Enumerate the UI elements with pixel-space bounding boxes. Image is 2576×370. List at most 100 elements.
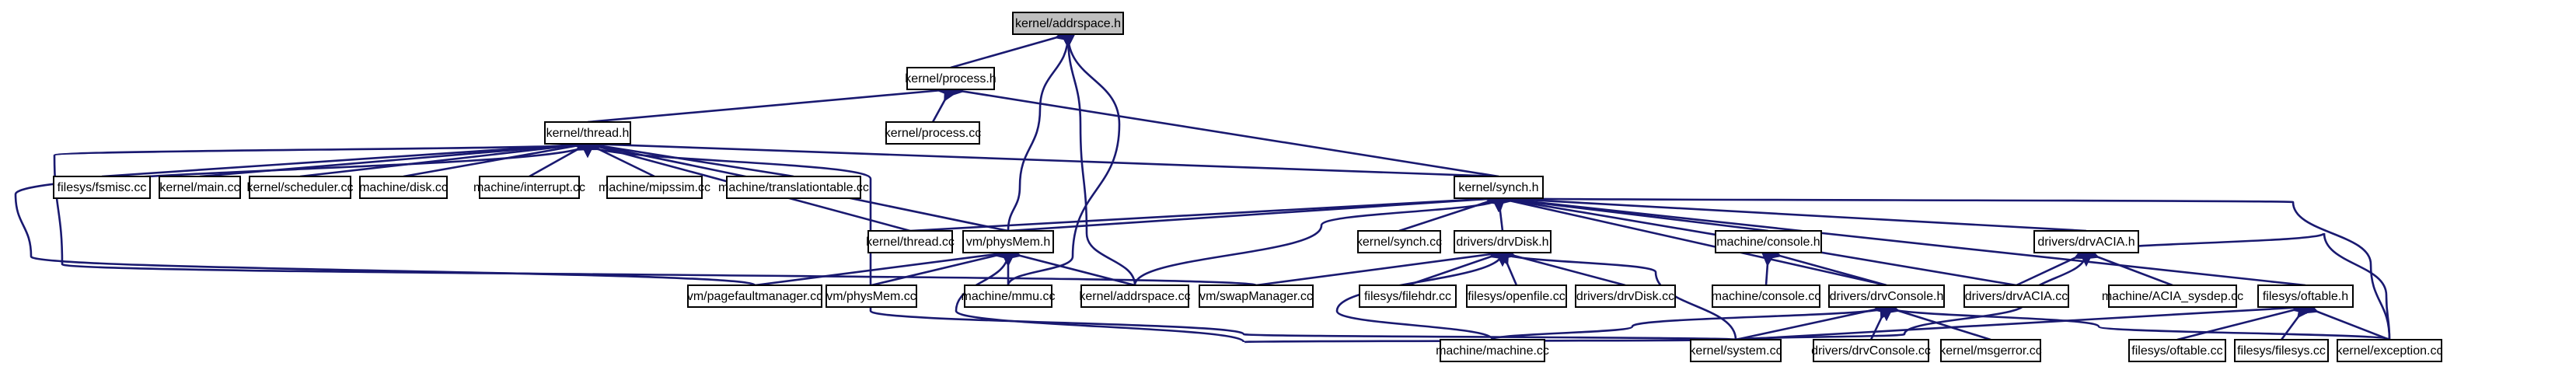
edge-addrspace_h-to-addrspace_cc xyxy=(1060,33,1136,286)
node-label: drivers/drvDisk.cc xyxy=(1576,290,1674,303)
node-box xyxy=(1012,12,1124,35)
node-box xyxy=(1715,230,1822,253)
node-acia-sysdep-cc[interactable]: machine/ACIA_sysdep.cc xyxy=(2102,284,2243,308)
edge-process_h-to-thread_h xyxy=(587,82,951,124)
node-exception-cc[interactable]: kernel/exception.cc xyxy=(2337,339,2443,362)
node-label: filesys/filesys.cc xyxy=(2237,344,2326,358)
node-oftable-cc[interactable]: filesys/oftable.cc xyxy=(2128,339,2226,362)
node-box xyxy=(1466,284,1567,308)
node-label: machine/mmu.cc xyxy=(962,290,1056,303)
node-box xyxy=(1080,284,1189,308)
edge-drvdisk_h-to-swapmanager_cc xyxy=(1255,245,1504,287)
edge-drvacia_h-to-acia_sysdep_cc xyxy=(2083,246,2173,287)
edge-oftable_h-to-oftable_cc xyxy=(2176,300,2308,341)
node-box xyxy=(1440,339,1545,362)
edge-process_h-to-synch_h xyxy=(949,82,1499,178)
edge-thread_h-to-disk_cc xyxy=(403,137,589,178)
node-fsmisc-cc[interactable]: filesys/fsmisc.cc xyxy=(53,176,151,199)
node-label: vm/physMem.h xyxy=(966,236,1050,249)
node-label: machine/machine.cc xyxy=(1436,344,1549,358)
node-drvdisk-cc[interactable]: drivers/drvDisk.cc xyxy=(1575,284,1676,308)
node-box xyxy=(2128,339,2226,362)
node-thread-cc[interactable]: kernel/thread.cc xyxy=(866,230,955,253)
node-addrspace-h[interactable]: kernel/addrspace.h xyxy=(1012,12,1124,35)
edge-drvdisk_h-to-filehdr_cc xyxy=(1407,246,1505,287)
node-system-cc[interactable]: kernel/system.cc xyxy=(1689,339,1782,362)
edge-oftable_h-to-filesys_cc xyxy=(2280,302,2312,340)
node-box xyxy=(1828,284,1945,308)
node-openfile-cc[interactable]: filesys/openfile.cc xyxy=(1466,284,1567,308)
node-box xyxy=(2234,339,2329,362)
node-physmem-cc[interactable]: vm/physMem.cc xyxy=(826,284,917,308)
node-disk-cc[interactable]: machine/disk.cc xyxy=(359,176,448,199)
edge-synch_h-to-thread_cc xyxy=(909,190,1499,232)
edge-addrspace_h-to-mmu_cc xyxy=(1007,33,1121,286)
node-box xyxy=(2257,284,2354,308)
edge-physmem_h-to-system_cc xyxy=(955,252,1737,344)
node-scheduler-cc[interactable]: kernel/scheduler.cc xyxy=(247,176,354,199)
node-console-cc[interactable]: machine/console.cc xyxy=(1712,284,1821,308)
node-physmem-h[interactable]: vm/physMem.h xyxy=(962,230,1054,253)
node-box xyxy=(2337,339,2442,362)
node-drvacia-cc[interactable]: drivers/drvACIA.cc xyxy=(1963,284,2069,308)
node-machine-cc[interactable]: machine/machine.cc xyxy=(1436,339,1549,362)
node-addrspace-cc[interactable]: kernel/addrspace.cc xyxy=(1079,284,1191,308)
node-box xyxy=(1813,339,1929,362)
node-box xyxy=(1963,284,2069,308)
node-box xyxy=(1454,176,1544,199)
node-label: machine/ACIA_sysdep.cc xyxy=(2102,290,2243,303)
node-box xyxy=(726,176,861,199)
node-label: filesys/oftable.cc xyxy=(2131,344,2222,358)
edge-thread_h-to-translationtable_cc xyxy=(586,137,794,178)
node-box xyxy=(1199,284,1314,308)
node-thread-h[interactable]: kernel/thread.h xyxy=(544,121,631,145)
edge-drvconsole_h-to-exception_cc xyxy=(1879,305,2391,341)
node-label: machine/mipssim.cc xyxy=(599,181,710,194)
node-box xyxy=(606,176,703,199)
node-box xyxy=(826,284,917,308)
node-mmu-cc[interactable]: machine/mmu.cc xyxy=(962,284,1056,308)
edge-synch_h-to-physmem_h xyxy=(1007,190,1499,232)
node-label: drivers/drvDisk.h xyxy=(1456,236,1548,249)
node-translationtable-cc[interactable]: machine/translationtable.cc xyxy=(718,176,869,199)
node-main-cc[interactable]: kernel/main.cc xyxy=(159,176,241,199)
node-box xyxy=(867,230,953,253)
node-box xyxy=(1357,230,1441,253)
node-label: machine/disk.cc xyxy=(359,181,448,194)
node-label: drivers/drvACIA.cc xyxy=(1965,290,2068,303)
node-synch-h[interactable]: kernel/synch.h xyxy=(1454,176,1544,199)
node-label: machine/console.h xyxy=(1716,236,1820,249)
edge-drvdisk_h-to-system_cc xyxy=(1495,251,1737,340)
node-interrupt-cc[interactable]: machine/interrupt.cc xyxy=(473,176,585,199)
node-label: drivers/drvConsole.h xyxy=(1830,290,1944,303)
node-label: machine/console.cc xyxy=(1712,290,1821,303)
edge-layer xyxy=(14,27,2391,344)
node-mipssim-cc[interactable]: machine/mipssim.cc xyxy=(599,176,710,199)
node-drvconsole-h[interactable]: drivers/drvConsole.h xyxy=(1828,284,1945,308)
node-process-h[interactable]: kernel/process.h xyxy=(905,67,997,90)
node-msgerror-cc[interactable]: kernel/msgerror.cc xyxy=(1939,339,2042,362)
node-label: filesys/fsmisc.cc xyxy=(58,181,147,194)
node-box xyxy=(159,176,241,199)
node-drvconsole-cc[interactable]: drivers/drvConsole.cc xyxy=(1811,339,1931,362)
node-label: machine/interrupt.cc xyxy=(473,181,585,194)
edge-synch_h-to-exception_cc xyxy=(1492,195,2391,340)
node-label: kernel/process.cc xyxy=(885,127,982,140)
edge-drvacia_h-to-system_cc xyxy=(1734,252,2094,341)
node-swapmanager-cc[interactable]: vm/swapManager.cc xyxy=(1199,284,1314,308)
node-oftable-h[interactable]: filesys/oftable.h xyxy=(2257,284,2354,308)
node-filesys-cc[interactable]: filesys/filesys.cc xyxy=(2234,339,2329,362)
node-pagefaultmanager-cc[interactable]: vm/pagefaultmanager.cc xyxy=(687,284,822,308)
node-synch-cc[interactable]: kernel/synch.cc xyxy=(1356,230,1442,253)
node-layer: kernel/addrspace.h kernel/process.h kernel… xyxy=(53,12,2443,362)
edge-synch_h-to-drvdisk_h xyxy=(1491,197,1506,232)
node-label: vm/swapManager.cc xyxy=(1199,290,1313,303)
node-console-h[interactable]: machine/console.h xyxy=(1715,230,1822,253)
edge-thread_h-to-fsmisc_cc xyxy=(101,136,588,178)
node-drvacia-h[interactable]: drivers/drvACIA.h xyxy=(2033,230,2139,253)
edge-synch_h-to-oftable_h xyxy=(1498,190,2306,287)
node-filehdr-cc[interactable]: filesys/filehdr.cc xyxy=(1359,284,1457,308)
node-process-cc[interactable]: kernel/process.cc xyxy=(885,121,982,145)
node-drvdisk-h[interactable]: drivers/drvDisk.h xyxy=(1454,230,1552,253)
